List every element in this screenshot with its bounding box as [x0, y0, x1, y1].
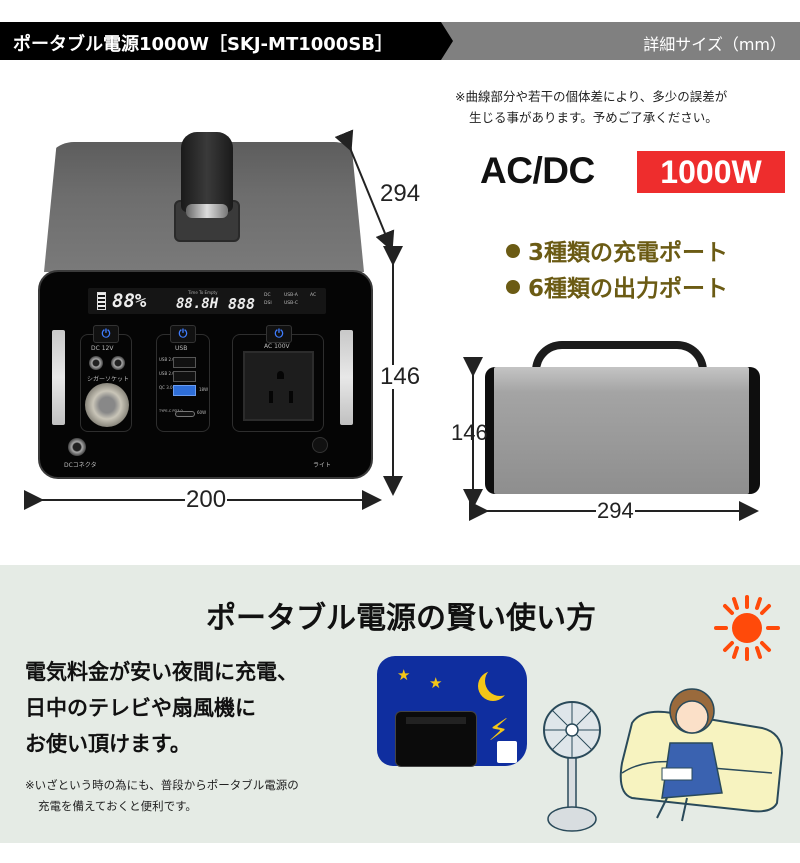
lcd-indicator: DC	[264, 293, 271, 298]
usage-section: ポータブル電源の賢い使い方 電気料金が安い夜間に充電、 日中のテレビや扇風機に …	[0, 565, 800, 843]
front-panel: 88% Time To Empty 88.8H 888 DC USB-A AC …	[38, 270, 373, 479]
power-type: AC/DC	[480, 150, 595, 191]
header-bar: ポータブル電源1000W［SKJ-MT1000SB］ 詳細サイズ（mm）	[0, 22, 800, 60]
lcd-indicator: DSI	[264, 301, 272, 306]
depth-dimension: 294	[379, 180, 422, 207]
bullet-icon	[506, 244, 520, 258]
usb-qc-port	[173, 385, 196, 396]
moon-icon	[485, 666, 515, 696]
product-front-view: 88% Time To Empty 88.8H 888 DC USB-A AC …	[38, 132, 373, 479]
ac-panel: ⏻ AC 100V	[232, 325, 324, 432]
usb-a-port	[173, 371, 196, 382]
usb-port-label: TYPE-C PD3.0	[159, 409, 183, 413]
wattage-badge: 1000W	[637, 151, 785, 193]
usb-c-port	[175, 411, 195, 417]
feature-charge-ports: 3種類の充電ポート	[506, 233, 728, 267]
dc-jack-1	[89, 356, 103, 370]
feature-text: 6種類の出力ポート	[528, 276, 729, 302]
ac-power-button[interactable]: ⏻	[266, 325, 292, 343]
usage-line: お使い頂けます。	[25, 732, 191, 756]
star-icon: ★	[429, 674, 443, 692]
lcd-indicator: AC	[310, 293, 317, 298]
lcd-indicator: USB-C	[284, 301, 299, 306]
usage-note-line-1: ※いざという時の為にも、普段からポータブル電源の	[25, 778, 299, 792]
ac-label: AC 100V	[264, 343, 290, 350]
lightning-icon: ⚡	[488, 713, 510, 748]
usb-label: USB	[175, 345, 188, 352]
led-light-right	[340, 330, 353, 425]
usb-watt-label: 18W	[199, 387, 209, 392]
usage-note-line-2: 充電を備えておくと便利です。	[38, 799, 197, 813]
mini-power-station-icon	[395, 711, 477, 767]
usb-panel: ⏻ USB USB 2.0 USB 2.0 QC 3.0 18W TYPE-C …	[156, 325, 210, 432]
person-on-sofa-illustration	[619, 688, 784, 822]
outlet-slot	[269, 391, 273, 403]
handle-ring	[186, 204, 228, 218]
battery-icon	[97, 292, 106, 310]
light-label: ライト	[313, 462, 332, 469]
lcd-indicator: USB-A	[284, 293, 298, 298]
side-height-dimension: 146	[451, 420, 488, 445]
usb-port-label: USB 2.0	[159, 371, 175, 376]
usage-line: 電気料金が安い夜間に充電、	[25, 660, 298, 684]
note-line-2: 生じる事があります。予めご了承ください。	[469, 110, 718, 125]
side-length-dimension: 294	[596, 498, 635, 523]
header-title-block: ポータブル電源1000W［SKJ-MT1000SB］	[0, 22, 453, 60]
lcd-display: 88% Time To Empty 88.8H 888 DC USB-A AC …	[88, 288, 326, 314]
cigar-label: シガーソケット	[87, 376, 130, 383]
lcd-percent: 88%	[112, 290, 147, 312]
carry-handle	[181, 132, 233, 212]
usb-power-button[interactable]: ⏻	[170, 325, 196, 343]
usb-port-label: USB 2.0	[159, 357, 175, 362]
ac-outlet	[243, 351, 314, 421]
feature-output-ports: 6種類の出力ポート	[506, 269, 728, 303]
cigar-socket	[85, 383, 129, 427]
bullet-icon	[506, 280, 520, 294]
lcd-hours: 88.8H	[176, 296, 219, 312]
dc-power-button[interactable]: ⏻	[93, 325, 119, 343]
night-charging-illustration: ★ ★ ⚡	[377, 656, 527, 767]
height-dimension: 146	[379, 363, 422, 390]
tolerance-note: ※曲線部分や若干の個体差により、多少の誤差が 生じる事があります。予めご了承くだ…	[455, 86, 795, 128]
usage-note: ※いざという時の為にも、普段からポータブル電源の 充電を備えておくと便利です。	[25, 775, 299, 817]
dc-jack-2	[111, 356, 125, 370]
section-label: 詳細サイズ（mm）	[643, 35, 786, 54]
product-title: ポータブル電源1000W［SKJ-MT1000SB］	[13, 34, 394, 55]
side-metal-panel	[494, 367, 749, 494]
electric-fan-icon	[543, 701, 601, 832]
led-light-left	[52, 330, 65, 425]
dc-panel: ⏻ DC 12V シガーソケット	[80, 325, 132, 432]
width-dimension: 200	[185, 486, 228, 513]
dc-connector-label: DCコネクタ	[64, 462, 97, 469]
lcd-watts: 888	[228, 295, 256, 313]
usb-a-port	[173, 357, 196, 368]
star-icon: ★	[397, 666, 411, 684]
sun-icon	[714, 595, 780, 661]
usage-line: 日中のテレビや扇風機に	[25, 696, 256, 720]
mini-lcd	[406, 717, 466, 724]
product-side-view	[485, 367, 760, 494]
usage-description: 電気料金が安い夜間に充電、 日中のテレビや扇風機に お使い頂けます。	[25, 654, 298, 762]
outlet-ground	[277, 371, 284, 379]
dc-label: DC 12V	[91, 345, 114, 352]
usb-port-label: QC 3.0	[159, 385, 173, 390]
wall-socket-icon	[497, 741, 517, 763]
side-carry-handle	[532, 341, 707, 371]
note-line-1: ※曲線部分や若干の個体差により、多少の誤差が	[455, 89, 728, 104]
feature-text: 3種類の充電ポート	[528, 240, 729, 266]
light-button[interactable]	[312, 437, 328, 453]
lcd-time-label: Time To Empty	[188, 290, 218, 295]
dc-connector	[68, 438, 86, 456]
usage-title: ポータブル電源の賢い使い方	[206, 601, 596, 636]
usb-watt-label: 60W	[197, 410, 207, 415]
outlet-slot	[289, 391, 293, 403]
